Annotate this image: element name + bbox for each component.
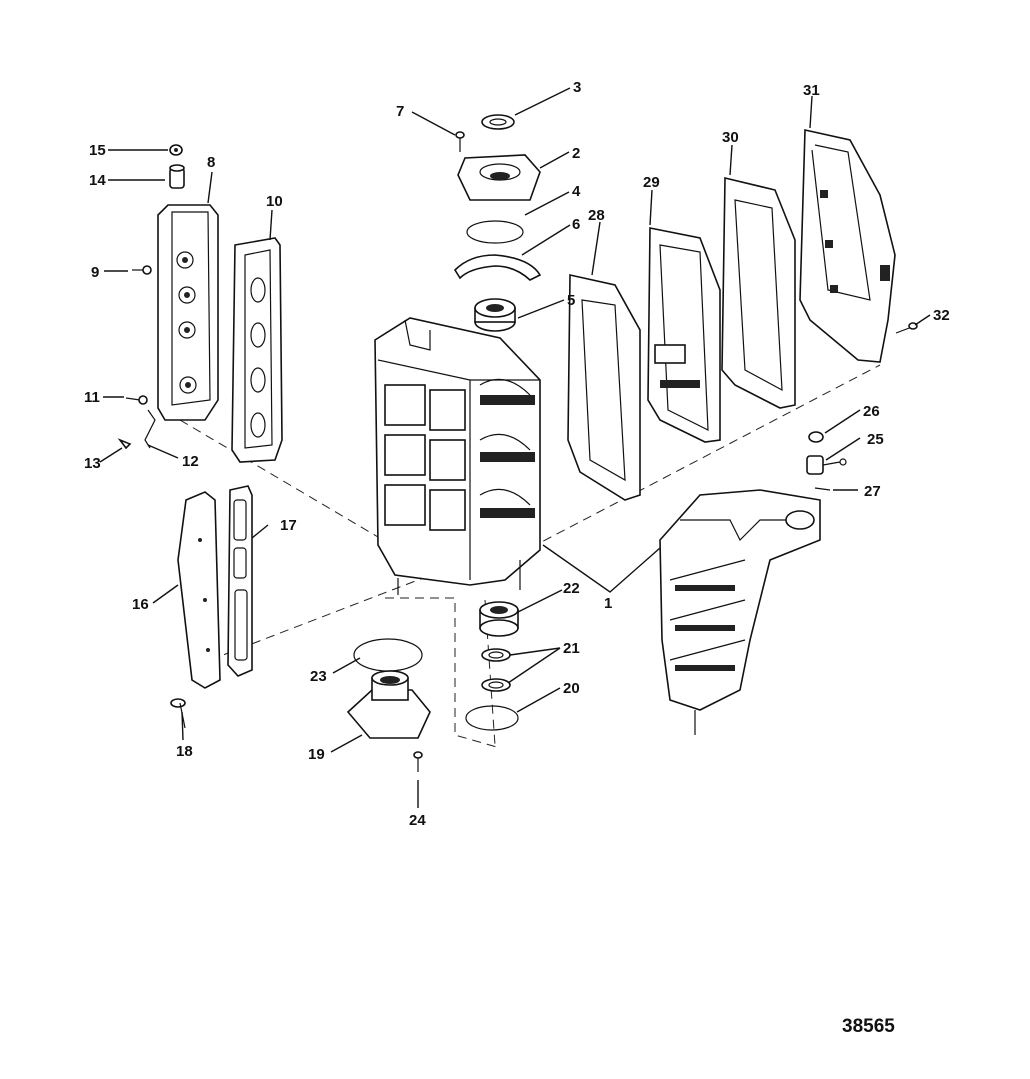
bearing-5: [474, 298, 516, 332]
callout-19: 19: [308, 746, 325, 763]
cylinder-block: [374, 317, 541, 595]
leader-lines: [99, 87, 931, 808]
callout-23: 23: [310, 668, 327, 685]
gasket-30: [721, 176, 796, 409]
end-cap-19: [346, 670, 431, 739]
callout-11: 11: [84, 389, 100, 406]
clip-12: [144, 409, 156, 449]
plate-29: [647, 227, 721, 443]
nut-26: [808, 431, 824, 443]
callout-29: 29: [643, 174, 660, 191]
callout-9: 9: [91, 264, 99, 281]
screw-24: [413, 751, 423, 772]
callout-8: 8: [207, 154, 215, 171]
callout-12: 12: [182, 453, 199, 470]
alignment-lines: [179, 364, 881, 749]
callout-10: 10: [266, 193, 283, 210]
callout-27: 27: [864, 483, 881, 500]
callout-30: 30: [722, 129, 739, 146]
fitting-14: [169, 164, 185, 189]
shim-6: [453, 254, 542, 281]
callout-18: 18: [176, 743, 193, 760]
callout-labels: 1 2 3 4 5 6 7 8 9 10 11 12 13 14 15 16 1…: [84, 79, 950, 829]
callout-26: 26: [863, 403, 880, 420]
callout-13: 13: [84, 455, 101, 472]
callout-7: 7: [396, 103, 404, 120]
cover-31: [799, 129, 896, 363]
callout-17: 17: [280, 517, 297, 534]
o-ring-20: [465, 705, 519, 731]
callout-14: 14: [89, 172, 106, 189]
cover-plate-left: [157, 204, 219, 421]
screw-11: [125, 395, 148, 405]
callout-6: 6: [572, 216, 580, 233]
callout-32: 32: [933, 307, 950, 324]
callout-31: 31: [803, 82, 820, 99]
callout-22: 22: [563, 580, 580, 597]
seals-21: [481, 648, 511, 692]
callout-16: 16: [132, 596, 149, 613]
callout-5: 5: [567, 292, 575, 309]
cover-16: [177, 491, 221, 689]
screw-32: [895, 322, 918, 334]
gasket-28: [567, 274, 641, 501]
bearing-22: [479, 601, 519, 637]
callout-21: 21: [563, 640, 580, 657]
callout-4: 4: [572, 183, 581, 200]
fitting-25: [806, 455, 847, 475]
gasket-10: [231, 237, 283, 463]
nut-15: [169, 144, 183, 156]
o-ring-23: [353, 638, 423, 672]
screw-7: [455, 131, 465, 152]
seal-3: [481, 114, 515, 130]
callout-2: 2: [572, 145, 580, 162]
callout-20: 20: [563, 680, 580, 697]
gasket-17: [227, 485, 253, 677]
crankcase-cover: [659, 489, 821, 735]
callout-25: 25: [867, 431, 884, 448]
callout-15: 15: [89, 142, 106, 159]
wire-27: [814, 487, 831, 491]
callout-1: 1: [604, 595, 612, 612]
callout-24: 24: [409, 812, 426, 829]
diagram-reference-number: 38565: [842, 1016, 895, 1037]
end-cap-2: [457, 154, 541, 201]
clip-13: [117, 438, 132, 450]
o-ring-4: [466, 220, 524, 244]
callout-3: 3: [573, 79, 581, 96]
screw-9: [132, 265, 152, 275]
callout-28: 28: [588, 207, 605, 224]
